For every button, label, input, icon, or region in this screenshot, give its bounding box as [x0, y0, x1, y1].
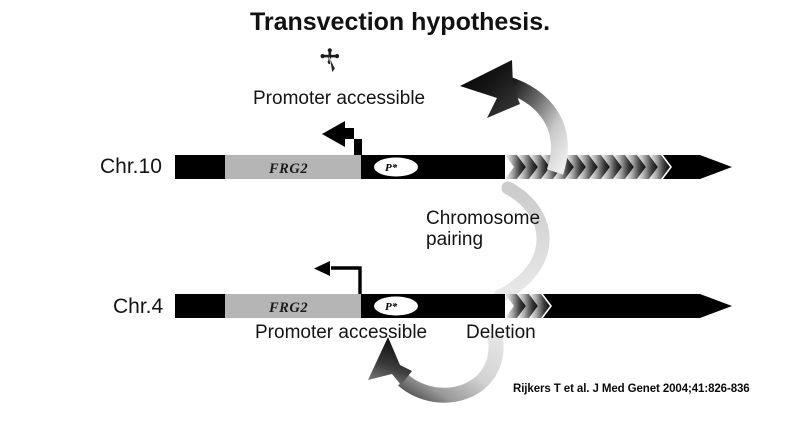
deletion-label: Deletion [466, 322, 536, 343]
chromosome-chr4 [175, 294, 732, 318]
promoter-accessible-label-bottom: Promoter accessible [255, 322, 428, 343]
chr10-name-label: Chr.10 [100, 155, 162, 178]
chr4-frg2-label: FRG2 [269, 300, 309, 316]
pairing-arc-decoration [493, 181, 550, 303]
chr10-repeat-array [505, 155, 670, 179]
chr10-transcription-arrow [322, 121, 362, 155]
page-title: Transvection hypothesis. [249, 8, 551, 36]
chr10-telomere-block [175, 155, 225, 179]
chr4-distal-telomere [543, 294, 732, 318]
chr4-repeat-array [505, 294, 550, 318]
chromosome-pairing-arrow-bottom[interactable] [368, 333, 504, 403]
chr10-promoter-label: P* [385, 162, 398, 174]
chromosome-pairing-label: Chromosome pairing [426, 208, 540, 251]
chr4-transcription-arrow [314, 261, 362, 294]
chr4-frg2-region [225, 294, 361, 318]
chromosome-pairing-line1: Chromosome [426, 208, 541, 229]
chromosome-pairing-line2: pairing [426, 229, 484, 251]
move-cursor-icon [320, 48, 340, 75]
chr4-promoter-label: P* [385, 301, 398, 313]
chr10-distal-telomere [663, 155, 732, 179]
chromosome-chr10 [175, 155, 732, 179]
chr4-promoter-ellipse [374, 296, 418, 316]
citation-text: Rijkers T et al. J Med Genet 2004;41:826… [513, 383, 750, 395]
chr10-frg2-region [225, 155, 361, 179]
chr10-promoter-ellipse [374, 157, 418, 177]
promoter-accessible-label-top: Promoter accessible [253, 88, 426, 109]
chr4-telomere-block [175, 294, 225, 318]
chr4-name-label: Chr.4 [113, 295, 164, 318]
chr10-frg2-label: FRG2 [269, 161, 309, 177]
chromosome-pairing-arrow-top[interactable] [460, 60, 568, 175]
